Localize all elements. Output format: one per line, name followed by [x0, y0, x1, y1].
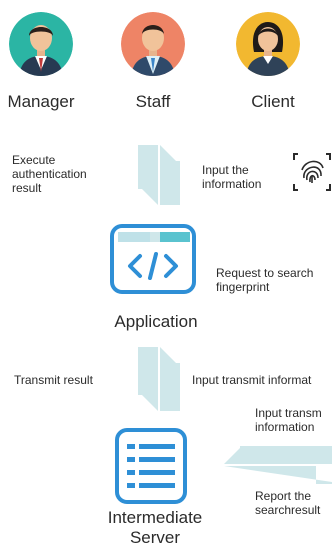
role-label-staff: Staff	[135, 92, 171, 111]
request-search-text: Request to search fingerprint	[216, 266, 314, 294]
fingerprint-icon	[292, 152, 332, 197]
staff-avatar	[121, 12, 185, 76]
transmit-result-text: Transmit result	[14, 373, 93, 387]
input-information-text: Input the information	[202, 163, 262, 191]
application-label: Application	[114, 312, 198, 331]
input-transm-text: Input transm information	[255, 406, 322, 434]
left-arrow-server	[224, 446, 332, 464]
server-label-line1: Intermediate	[107, 508, 203, 527]
down-arrow-1	[138, 145, 158, 205]
application-icon	[110, 224, 196, 299]
report-search-text: Report the searchresult	[255, 489, 321, 517]
up-arrow-2	[160, 347, 180, 411]
server-label-line2: Server	[129, 528, 181, 547]
right-arrow-server	[224, 466, 332, 484]
down-arrow-2	[138, 347, 158, 411]
input-transmit-text: Input transmit informat	[192, 373, 312, 387]
up-arrow-1	[160, 145, 180, 205]
client-avatar	[236, 12, 300, 76]
execute-auth-text: Execute authentication result	[12, 153, 87, 195]
server-icon	[115, 428, 187, 509]
manager-avatar	[9, 12, 73, 76]
role-label-client: Client	[251, 92, 295, 111]
role-label-manager: Manager	[7, 92, 75, 111]
